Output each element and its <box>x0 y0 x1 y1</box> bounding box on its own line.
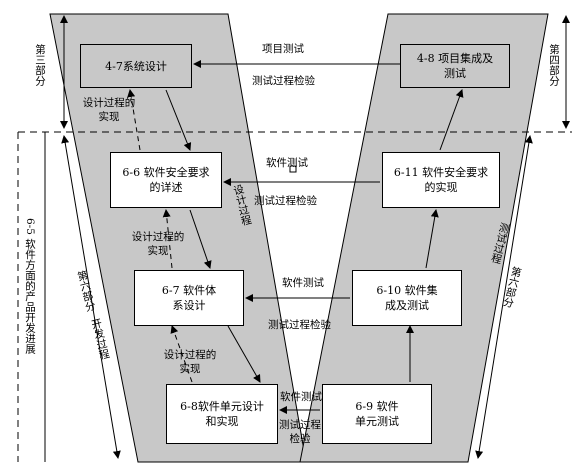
label-test-verify-3: 测试过程检验 <box>268 319 331 331</box>
label-design-impl-1: 设计过程的实现 <box>82 97 136 123</box>
label-project-test: 项目测试 <box>262 43 304 55</box>
down-47-66 <box>165 89 192 151</box>
box-6-6: 6-6 软件安全要求的详述 <box>110 152 222 208</box>
label-software-test-1: 软件测试 <box>266 157 308 169</box>
box-6-11: 6-11 软件安全要求的实现 <box>382 152 500 208</box>
down-67-68 <box>227 325 261 383</box>
up-610-611 <box>425 209 439 269</box>
up-66-47 <box>127 89 141 151</box>
box-6-8: 6-8软件单元设计和实现 <box>166 384 278 444</box>
label-software-level: 6-5 软件方面的产品开发进展 <box>24 218 36 354</box>
up-68-67 <box>170 325 193 383</box>
small-marker <box>289 165 297 173</box>
up-67-66 <box>162 209 173 269</box>
right-bottom-arrow <box>475 135 533 459</box>
label-design-impl-2: 设计过程的实现 <box>131 231 185 257</box>
label-part-four: 第四部分 <box>548 44 560 86</box>
box-6-7: 6-7 软件体系设计 <box>134 270 244 326</box>
box-6-9: 6-9 软件单元测试 <box>322 384 432 444</box>
label-test-verify-2: 测试过程检验 <box>254 195 317 207</box>
box-4-7: 4-7系统设计 <box>80 44 192 88</box>
box-6-10: 6-10 软件集成及测试 <box>352 270 462 326</box>
down-66-67 <box>189 209 212 269</box>
label-part-three: 第三部分 <box>34 44 46 86</box>
label-design-impl-3: 设计过程的实现 <box>163 349 217 375</box>
left-bottom-arrow <box>61 135 121 459</box>
box-4-8: 4-8 项目集成及测试 <box>400 44 510 88</box>
label-software-test-2: 软件测试 <box>282 277 324 289</box>
label-test-verify-top: 测试过程检验 <box>252 75 315 87</box>
label-software-test-3: 软件测试 <box>280 391 322 403</box>
label-test-verify-4: 测试过程检验 <box>279 419 321 445</box>
up-611-48 <box>439 89 464 151</box>
